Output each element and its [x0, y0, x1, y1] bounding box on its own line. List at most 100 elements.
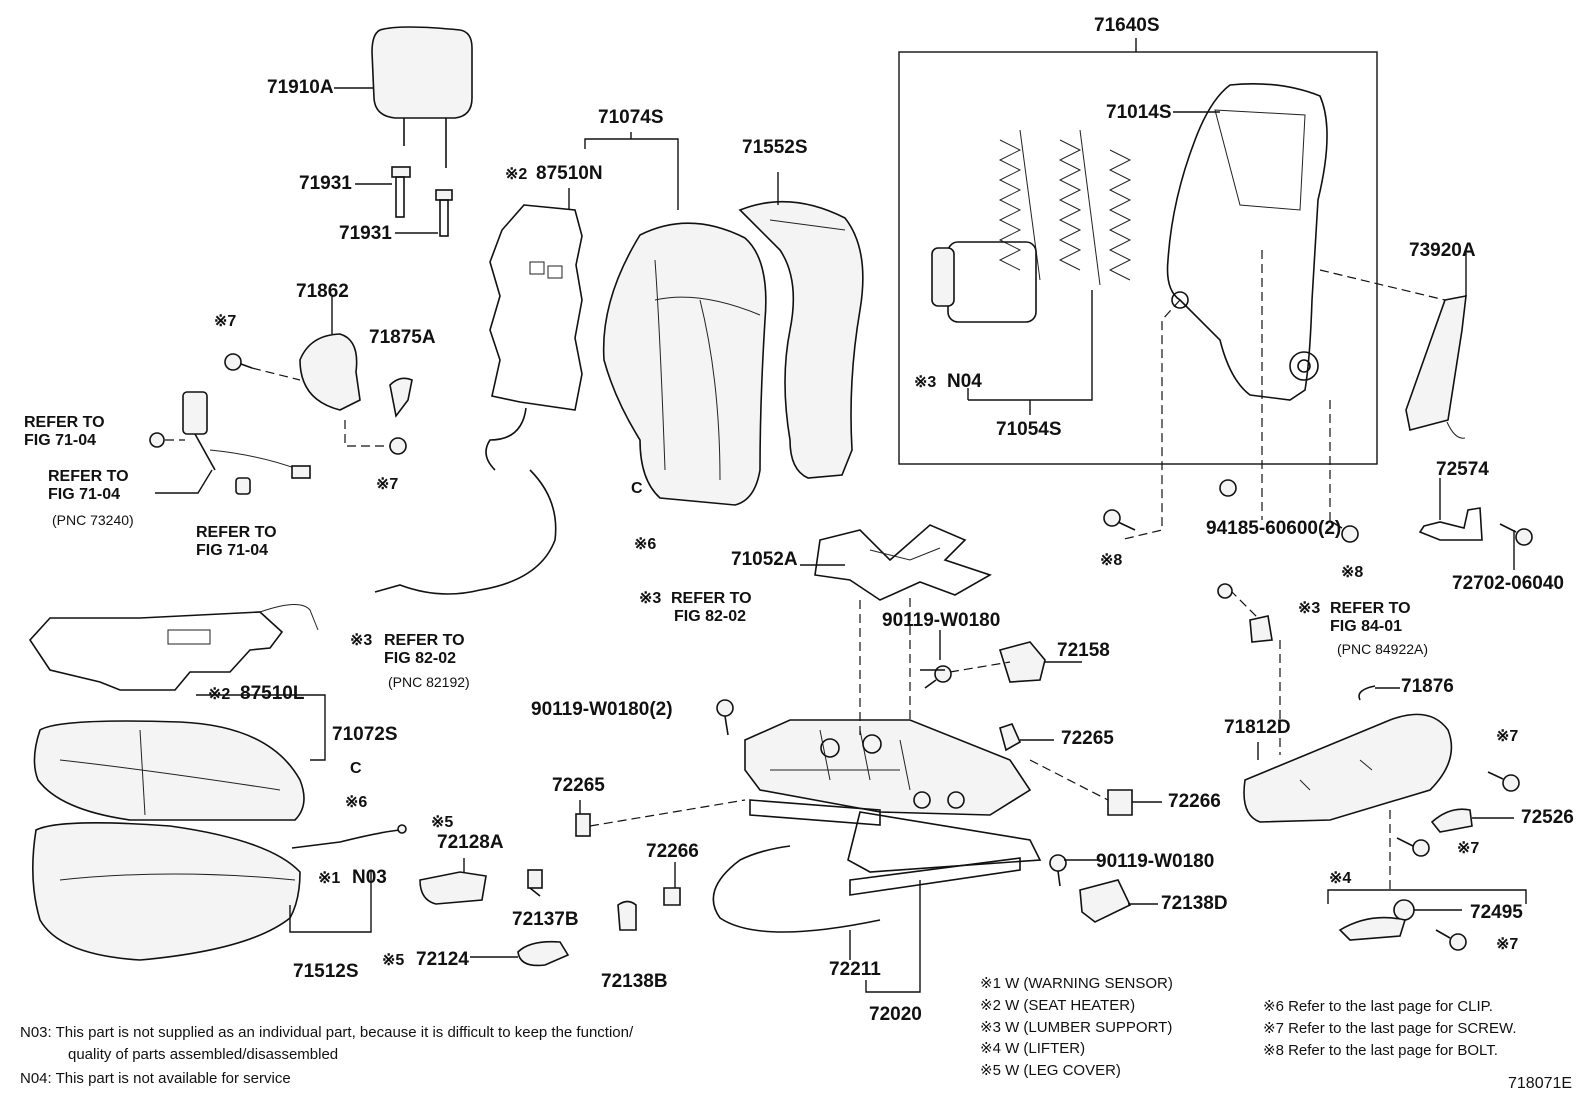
footnote-n03: N03: This part is not supplied as an ind… — [20, 1024, 634, 1041]
diagram-id: 718071E — [1508, 1075, 1573, 1092]
mark: ※3 — [350, 632, 373, 649]
part-71014S: 71014S — [1106, 102, 1172, 123]
legend-item: ※3 W (LUMBER SUPPORT) — [980, 1018, 1173, 1036]
part-N03: N03 — [352, 867, 387, 888]
legend-item: ※2 W (SEAT HEATER) — [980, 996, 1136, 1014]
part-72266: 72266 — [646, 841, 699, 862]
part-71054S: 71054S — [996, 419, 1062, 440]
part-71552S: 71552S — [742, 137, 808, 158]
brackets-right — [949, 641, 1162, 923]
leg-cover-72124 — [517, 940, 570, 967]
part-87510N: 87510N — [536, 163, 603, 184]
mark: ※8 — [1341, 564, 1364, 581]
part-71931: 71931 — [339, 223, 392, 244]
notes-right: ※6 Refer to the last page for CLIP. ※7 R… — [1263, 996, 1517, 1061]
seat-belt-buckle — [155, 391, 311, 495]
part-N04: N04 — [947, 371, 982, 392]
part-71512S: 71512S — [293, 961, 359, 982]
assembly-box-71640S — [898, 51, 1378, 465]
pnc-73240: (PNC 73240) — [52, 512, 134, 528]
part-72138B: 72138B — [601, 971, 668, 992]
legend-item: ※4 W (LIFTER) — [980, 1040, 1086, 1058]
pnc-82192: (PNC 82192) — [388, 674, 470, 690]
footnote-n04: N04: This part is not available for serv… — [20, 1070, 291, 1087]
part-72266: 72266 — [1168, 791, 1221, 812]
mark: ※3 — [1298, 600, 1321, 617]
part-72124: 72124 — [416, 949, 469, 970]
mark: ※3 — [639, 590, 662, 607]
part-71052A: 71052A — [731, 549, 798, 570]
clip-mark: C — [350, 760, 362, 777]
clip-mark: C — [631, 480, 643, 497]
part-72265: 72265 — [1061, 728, 1114, 749]
seatback-frame — [1166, 83, 1328, 401]
mark: ※6 — [345, 794, 368, 811]
part-71640S: 71640S — [1094, 15, 1160, 36]
leg-cover-72128A — [419, 871, 487, 905]
part-71876: 71876 — [1401, 676, 1454, 697]
part-72020: 72020 — [869, 1004, 922, 1025]
part-72158: 72158 — [1057, 640, 1110, 661]
legend-item: ※1 W (WARNING SENSOR) — [980, 975, 1173, 992]
mark: ※7 — [214, 313, 237, 330]
part-72265: 72265 — [552, 775, 605, 796]
legend: ※1 W (WARNING SENSOR) ※2 W (SEAT HEATER)… — [980, 973, 1173, 1082]
mark: ※5 — [382, 952, 405, 969]
part-72526: 72526 — [1521, 807, 1574, 828]
part-73920A: 73920A — [1409, 240, 1476, 261]
lifter-knob-72495 — [1327, 889, 1527, 941]
seat-cushion-pad — [32, 822, 372, 961]
mark: ※7 — [1496, 936, 1519, 953]
heater-pad-lower — [28, 604, 326, 761]
part-87510L: 87510L — [240, 683, 305, 704]
part-71862: 71862 — [296, 281, 349, 302]
heater-pad-upper — [374, 204, 583, 595]
clips-lower — [527, 799, 746, 931]
part-71074S: 71074S — [598, 107, 664, 128]
part-90119-W0180: 90119-W0180 — [1096, 851, 1215, 872]
part-72128A: 72128A — [437, 832, 504, 853]
mark: ※2 — [505, 166, 528, 183]
part-72211: 72211 — [829, 959, 881, 980]
part-72702-06040: 72702-06040 — [1452, 573, 1564, 594]
part-90119-W0180-2: 90119-W0180(2) — [531, 699, 673, 720]
part-72138D: 72138D — [1161, 893, 1228, 914]
mark: ※2 — [208, 686, 231, 703]
part-72574: 72574 — [1436, 459, 1489, 480]
part-71072S: 71072S — [332, 724, 398, 745]
bolts — [149, 353, 1533, 951]
mark: ※6 — [634, 536, 657, 553]
lumbar-mat — [931, 129, 1132, 415]
part-94185-60600: 94185-60600(2) — [1206, 518, 1342, 539]
mark: ※4 — [1329, 870, 1352, 887]
wire-72211 — [712, 845, 881, 933]
legend-item: ※5 W (LEG COVER) — [980, 1062, 1121, 1079]
part-72495: 72495 — [1470, 902, 1523, 923]
note-item: ※8 Refer to the last page for BOLT. — [1263, 1041, 1498, 1059]
mark: ※7 — [376, 476, 399, 493]
mark: ※1 — [318, 870, 341, 887]
seatback-board — [738, 172, 864, 479]
cushion-spring-71052A — [800, 524, 992, 740]
side-cover-73920A — [1405, 250, 1467, 439]
mark: ※7 — [1457, 840, 1480, 857]
bracket-72574 — [1418, 478, 1515, 570]
part-72137B: 72137B — [512, 909, 579, 930]
mark: ※7 — [1496, 728, 1519, 745]
seat-adjuster — [744, 719, 1042, 993]
part-90119-W0180: 90119-W0180 — [882, 610, 1001, 631]
warning-sensor-wire — [291, 824, 407, 849]
headrest-guide-drawing — [355, 166, 453, 237]
part-71910A: 71910A — [267, 77, 334, 98]
note-item: ※7 Refer to the last page for SCREW. — [1263, 1019, 1517, 1037]
part-71931: 71931 — [299, 173, 352, 194]
footnote-n03-cont: quality of parts assembled/disassembled — [68, 1046, 339, 1063]
